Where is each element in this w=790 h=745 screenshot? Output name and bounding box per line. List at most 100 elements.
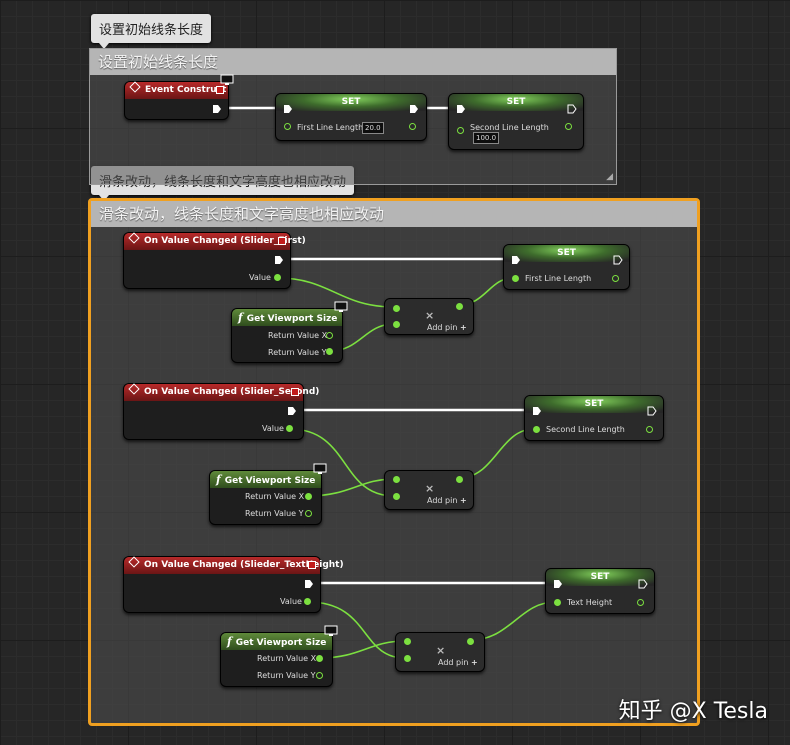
delegate-pin-icon[interactable] [308, 561, 316, 569]
exec-out-pin[interactable] [274, 255, 284, 265]
float-out-pin[interactable] [612, 275, 619, 282]
float-in-pin[interactable] [284, 123, 291, 130]
add-pin-button[interactable]: Add pin + [427, 323, 467, 332]
exec-out-pin[interactable] [304, 579, 314, 589]
node-header: On Value Changed (Slider_Second) [124, 383, 319, 401]
event-icon [128, 556, 140, 568]
float-out-pin[interactable] [646, 426, 653, 433]
comment-title[interactable]: 设置初始线条长度 [90, 49, 616, 75]
node-on-value-changed-slider-first[interactable]: On Value Changed (Slider_First) Value [123, 232, 306, 289]
float-in-pin-a[interactable] [393, 476, 400, 483]
add-pin-button[interactable]: Add pin + [438, 658, 478, 667]
monitor-icon [324, 625, 338, 636]
comment-title[interactable]: 滑条改动，线条长度和文字高度也相应改动 [91, 201, 697, 227]
exec-out-pin[interactable] [613, 255, 623, 265]
delegate-pin-icon[interactable] [278, 237, 286, 245]
float-out-pin-x[interactable] [316, 655, 323, 662]
node-set-second-line-length-2[interactable]: SET Second Line Length [524, 395, 664, 441]
node-title: On Value Changed (Slider_First) [144, 236, 306, 246]
float-out-pin[interactable] [409, 123, 416, 130]
float-in-pin[interactable] [533, 426, 540, 433]
pin-label: Return Value X [257, 654, 317, 663]
comment-bubble-1[interactable]: 设置初始线条长度 [91, 14, 212, 49]
node-set-first-line-length[interactable]: SET First Line Length 20.0 [275, 93, 427, 141]
float-out-pin[interactable] [565, 123, 572, 130]
float-out-pin-y[interactable] [305, 510, 312, 517]
value-field[interactable]: 20.0 [362, 122, 384, 134]
node-header: On Value Changed (Slieder_TextHeight) [124, 556, 344, 574]
float-in-pin-a[interactable] [404, 638, 411, 645]
delegate-pin-icon[interactable] [291, 388, 299, 396]
float-out-pin[interactable] [467, 638, 474, 645]
multiply-icon: × [436, 644, 446, 657]
node-multiply[interactable]: × Add pin + [395, 632, 485, 672]
monitor-icon [220, 74, 234, 85]
plus-icon: + [459, 496, 467, 505]
float-out-pin-y[interactable] [316, 672, 323, 679]
float-in-pin[interactable] [554, 599, 561, 606]
node-set-first-line-length-2[interactable]: SET First Line Length [503, 244, 630, 290]
node-set-second-line-length[interactable]: SET Second Line Length 100.0 [448, 93, 584, 150]
node-header: SET [525, 396, 663, 413]
exec-in-pin[interactable] [532, 406, 542, 416]
resize-grip-icon[interactable]: ◢ [606, 172, 613, 182]
exec-out-pin[interactable] [212, 104, 222, 114]
exec-out-pin[interactable] [409, 104, 419, 114]
float-in-pin[interactable] [457, 127, 464, 134]
exec-out-pin[interactable] [647, 406, 657, 416]
add-pin-button[interactable]: Add pin + [427, 496, 467, 505]
monitor-icon [313, 463, 327, 474]
monitor-icon [334, 301, 348, 312]
watermark: 知乎 @X Tesla [618, 699, 768, 724]
pin-label: Second Line Length [470, 123, 549, 132]
node-event-construct[interactable]: Event Construct [124, 74, 234, 120]
float-out-pin[interactable] [286, 425, 293, 432]
float-out-pin[interactable] [456, 303, 463, 310]
float-in-pin-b[interactable] [393, 493, 400, 500]
float-in-pin-a[interactable] [393, 305, 400, 312]
float-in-pin[interactable] [512, 275, 519, 282]
float-out-pin[interactable] [304, 598, 311, 605]
node-on-value-changed-slider-textheight[interactable]: On Value Changed (Slieder_TextHeight) Va… [123, 556, 344, 613]
node-on-value-changed-slider-second[interactable]: On Value Changed (Slider_Second) Value [123, 383, 319, 440]
node-set-text-height[interactable]: SET Text Height [545, 568, 655, 614]
delegate-pin-icon[interactable] [216, 86, 224, 94]
event-icon [128, 383, 140, 395]
value-field[interactable]: 100.0 [473, 132, 500, 144]
float-out-pin-y[interactable] [326, 348, 333, 355]
pin-label: Value [262, 424, 284, 433]
float-out-pin-x[interactable] [305, 493, 312, 500]
pin-label: Value [280, 597, 302, 606]
float-out-pin[interactable] [274, 274, 281, 281]
float-out-pin[interactable] [637, 599, 644, 606]
node-title: On Value Changed (Slieder_TextHeight) [144, 560, 344, 570]
pin-label: Second Line Length [546, 425, 625, 434]
exec-out-pin[interactable] [567, 104, 577, 114]
float-in-pin-b[interactable] [393, 321, 400, 328]
pin-label: Return Value Y [257, 671, 316, 680]
exec-in-pin[interactable] [553, 579, 563, 589]
exec-in-pin[interactable] [511, 255, 521, 265]
float-in-pin-b[interactable] [404, 655, 411, 662]
float-out-pin[interactable] [456, 476, 463, 483]
event-icon [129, 81, 141, 93]
pin-label: Return Value Y [268, 348, 327, 357]
exec-out-pin[interactable] [287, 406, 297, 416]
node-multiply[interactable]: × Add pin + [384, 470, 474, 510]
node-header: Event Construct [125, 81, 228, 99]
event-icon [128, 232, 140, 244]
pin-label: Return Value X [245, 492, 305, 501]
exec-in-pin[interactable] [283, 104, 293, 114]
exec-out-pin[interactable] [638, 579, 648, 589]
pin-label: Value [249, 273, 271, 282]
float-out-pin-x[interactable] [326, 332, 333, 339]
node-multiply[interactable]: × Add pin + [384, 298, 474, 335]
node-title: Get Viewport Size [246, 314, 338, 324]
exec-in-pin[interactable] [456, 104, 466, 114]
node-title: Event Construct [145, 85, 227, 95]
add-pin-label: Add pin [438, 658, 469, 667]
